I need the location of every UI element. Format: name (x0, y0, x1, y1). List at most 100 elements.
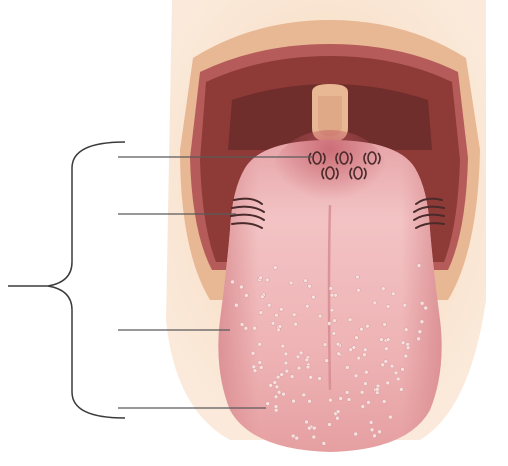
papilla-dot (420, 320, 424, 324)
papilla-dot (391, 292, 395, 296)
papilla-dot (259, 276, 263, 280)
papilla-dot (231, 280, 235, 284)
papilla-dot (364, 370, 368, 374)
papilla-dot (312, 435, 316, 439)
papilla-dot (276, 375, 280, 379)
papilla-dot (381, 287, 385, 291)
papilla-dot (277, 328, 281, 332)
papilla-dot (386, 305, 390, 309)
papilla-dot (355, 336, 359, 340)
papilla-dot (252, 365, 256, 369)
papilla-dot (266, 402, 270, 406)
papilla-dot (329, 286, 333, 290)
papilla-dot (363, 348, 367, 352)
papilla-dot (307, 426, 311, 430)
papilla-dot (378, 430, 382, 434)
papilla-dot (386, 381, 390, 385)
papilla-dot (318, 314, 322, 318)
papilla-dot (258, 342, 262, 346)
papilla-dot (388, 415, 392, 419)
papilla-dot (379, 338, 383, 342)
papilla-dot (302, 393, 306, 397)
papilla-dot (336, 342, 340, 346)
papilla-dot (284, 361, 288, 365)
papilla-dot (296, 355, 300, 359)
papilla-dot (273, 381, 277, 385)
papilla-dot (274, 408, 278, 412)
papilla-dot (406, 346, 410, 350)
papilla-dot (234, 303, 238, 307)
papilla-dot (354, 432, 358, 436)
papilla-dot (345, 390, 349, 394)
papilla-dot (403, 303, 407, 307)
papilla-dot (352, 346, 356, 350)
papilla-dot (292, 313, 296, 317)
papilla-dot (332, 319, 336, 323)
papilla-dot (279, 307, 283, 311)
papilla-dot (357, 356, 361, 360)
papilla-dot (325, 359, 329, 363)
papilla-dot (308, 284, 312, 288)
papilla-dot (417, 337, 421, 341)
papilla-dot (384, 347, 388, 351)
papilla-dot (294, 322, 298, 326)
papilla-dot (244, 326, 248, 330)
papilla-dot (337, 352, 341, 356)
papilla-dot (274, 313, 278, 317)
papilla-dot (291, 434, 295, 438)
papilla-dot (285, 369, 289, 373)
papilla-dot (284, 352, 288, 356)
papilla-dot (420, 301, 424, 305)
papilla-dot (348, 318, 352, 322)
papilla-dot (363, 382, 367, 386)
papilla-dot (273, 266, 277, 270)
papilla-dot (282, 392, 286, 396)
papilla-dot (323, 343, 327, 347)
papilla-dot (297, 366, 301, 370)
papilla-dot (339, 397, 343, 401)
papilla-dot (260, 295, 264, 299)
papilla-dot (328, 423, 332, 427)
papilla-dot (253, 369, 257, 373)
papilla-dot (360, 390, 364, 394)
papilla-dot (280, 373, 284, 377)
papilla-dot (318, 377, 322, 381)
papilla-dot (251, 351, 255, 355)
papilla-dot (311, 295, 315, 299)
papilla-dot (292, 399, 296, 403)
papilla-dot (322, 441, 326, 445)
papilla-dot (239, 285, 243, 289)
papilla-dot (269, 383, 273, 387)
papilla-dot (404, 328, 408, 332)
papilla-dot (390, 364, 394, 368)
papilla-dot (381, 363, 385, 367)
papilla-dot (375, 387, 379, 391)
papilla-dot (424, 306, 428, 310)
papilla-dot (308, 399, 312, 403)
papilla-dot (365, 324, 369, 328)
papilla-dot (306, 365, 310, 369)
papilla-dot (271, 321, 275, 325)
papilla-dot (281, 344, 285, 348)
papilla-dot (299, 351, 303, 355)
papilla-dot (360, 327, 364, 331)
papilla-dot (345, 366, 349, 370)
papilla-dot (332, 331, 336, 335)
papilla-dot (355, 275, 359, 279)
papilla-dot (327, 322, 331, 326)
papilla-dot (330, 293, 334, 297)
papilla-dot (274, 395, 278, 399)
papilla-dot (304, 279, 308, 283)
papilla-dot (386, 338, 390, 342)
papilla-dot (354, 374, 358, 378)
papilla-dot (259, 366, 263, 370)
papilla-dot (265, 278, 269, 282)
papilla-dot (275, 385, 279, 389)
papilla-dot (418, 330, 422, 334)
papilla-dot (369, 420, 373, 424)
papilla-dot (289, 281, 293, 285)
papilla-dot (347, 398, 351, 402)
papilla-dot (394, 371, 398, 375)
papilla-dot (259, 311, 263, 315)
